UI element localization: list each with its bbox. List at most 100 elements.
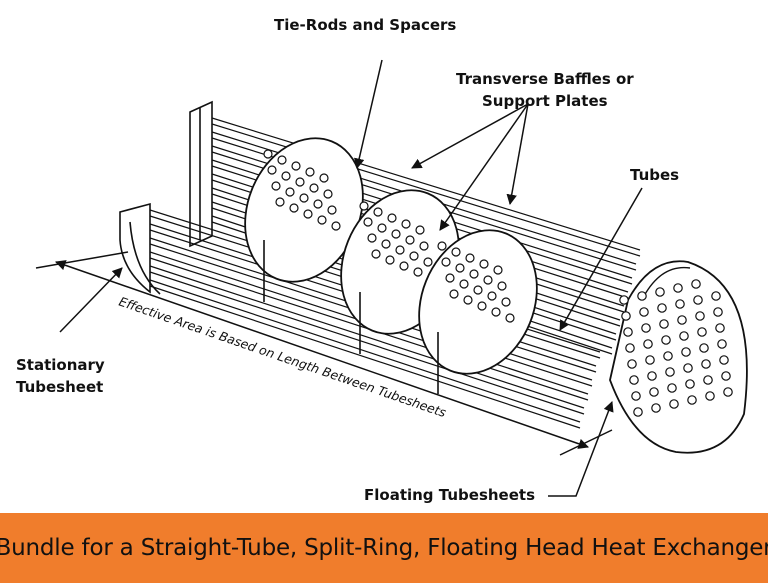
tubesheet-hole (693, 295, 703, 305)
baffle-hole (267, 165, 277, 175)
baffle-hole (295, 177, 305, 187)
baffle-hole (405, 235, 415, 245)
tubesheet-hole (639, 307, 649, 317)
tubesheet-hole (721, 371, 731, 381)
baffle-hole (371, 249, 381, 259)
tubesheet-hole (647, 371, 657, 381)
baffle-hole (313, 199, 323, 209)
baffle-hole (385, 255, 395, 265)
baffle-hole (319, 173, 329, 183)
tubesheet-hole (691, 279, 701, 289)
baffle-hole (401, 219, 411, 229)
tubesheet-hole (717, 339, 727, 349)
tube (211, 117, 641, 251)
effective-length-dimension (35, 251, 613, 456)
baffle-hole (381, 239, 391, 249)
baffle-hole (271, 181, 281, 191)
tubesheet-hole (715, 323, 725, 333)
tubesheet-hole (673, 283, 683, 293)
tubesheet-hole (651, 403, 661, 413)
baffle-hole (455, 263, 465, 273)
tubesheet-hole (713, 307, 723, 317)
tubesheet-hole (675, 299, 685, 309)
baffle-hole (299, 193, 309, 203)
baffles-label-line1: Transverse Baffles or (456, 70, 634, 88)
tubesheet-hole (625, 343, 635, 353)
back-stationary-plate (189, 100, 213, 248)
tubesheet-hole (703, 375, 713, 385)
tubesheet-hole (663, 351, 673, 361)
tubesheet-hole (621, 311, 631, 321)
baffle-hole (331, 221, 341, 231)
tubesheet-hole (645, 355, 655, 365)
baffle-hole (281, 171, 291, 181)
baffle-hole (387, 213, 397, 223)
tubesheet-hole (627, 359, 637, 369)
tubesheet-hole (705, 391, 715, 401)
baffle-hole (459, 279, 469, 289)
tubesheet-hole (661, 335, 671, 345)
tubesheet-hole (699, 343, 709, 353)
baffle-hole (415, 225, 425, 235)
baffle-hole (263, 149, 273, 159)
tubesheet-hole (669, 399, 679, 409)
baffle-hole (497, 281, 507, 291)
tube (211, 123, 641, 257)
baffle-hole (491, 307, 501, 317)
tubes-label: Tubes (630, 166, 679, 184)
baffle-hole (477, 301, 487, 311)
baffle-hole (449, 289, 459, 299)
baffle-hole (463, 295, 473, 305)
baffle-hole (303, 209, 313, 219)
baffle-hole (437, 241, 447, 251)
baffle-hole (413, 267, 423, 277)
baffle-hole (285, 187, 295, 197)
tubesheet-hole (723, 387, 733, 397)
tubesheet-hole (657, 303, 667, 313)
baffle-hole (309, 183, 319, 193)
tubesheet-hole (685, 379, 695, 389)
tubesheet-hole (629, 375, 639, 385)
tubesheet-hole (677, 315, 687, 325)
baffle-hole (399, 261, 409, 271)
baffle-hole (323, 189, 333, 199)
baffle-hole (275, 197, 285, 207)
heat-exchanger-bundle-diagram: Effective Area is Based on Length Betwee… (16, 16, 748, 504)
baffle-hole (483, 275, 493, 285)
tubesheet-hole (667, 383, 677, 393)
baffle-hole (359, 201, 369, 211)
tubesheet-hole (655, 287, 665, 297)
tubesheet-holes (619, 279, 733, 417)
baffle-hole (327, 205, 337, 215)
baffle-hole (493, 265, 503, 275)
tubesheet-hole (641, 323, 651, 333)
caption-banner: Bundle for a Straight-Tube, Split-Ring, … (0, 513, 768, 583)
baffle-hole (395, 245, 405, 255)
baffle-hole (441, 257, 451, 267)
tubesheet-hole (697, 327, 707, 337)
baffle-hole (373, 207, 383, 217)
tie-rods-label: Tie-Rods and Spacers (274, 16, 456, 34)
baffle-hole (305, 167, 315, 177)
tubesheet-hole (695, 311, 705, 321)
tubesheet-hole (719, 355, 729, 365)
floating-tubesheet (609, 260, 748, 454)
baffle-hole (363, 217, 373, 227)
tubesheet-hole (643, 339, 653, 349)
baffle-hole (419, 241, 429, 251)
tubesheet-hole (711, 291, 721, 301)
tubesheet-hole (701, 359, 711, 369)
baffle-hole (291, 161, 301, 171)
baffle-hole (465, 253, 475, 263)
tubesheet-hole (619, 295, 629, 305)
caption-title: Bundle for a Straight-Tube, Split-Ring, … (0, 535, 768, 561)
baffle-hole (317, 215, 327, 225)
callout-leaders (59, 59, 643, 497)
baffle-hole (277, 155, 287, 165)
baffle-hole (501, 297, 511, 307)
tubesheet-hole (665, 367, 675, 377)
stationary-label-line1: Stationary (16, 356, 105, 374)
baffle-hole (409, 251, 419, 261)
tubesheet-hole (679, 331, 689, 341)
baffle-hole (377, 223, 387, 233)
